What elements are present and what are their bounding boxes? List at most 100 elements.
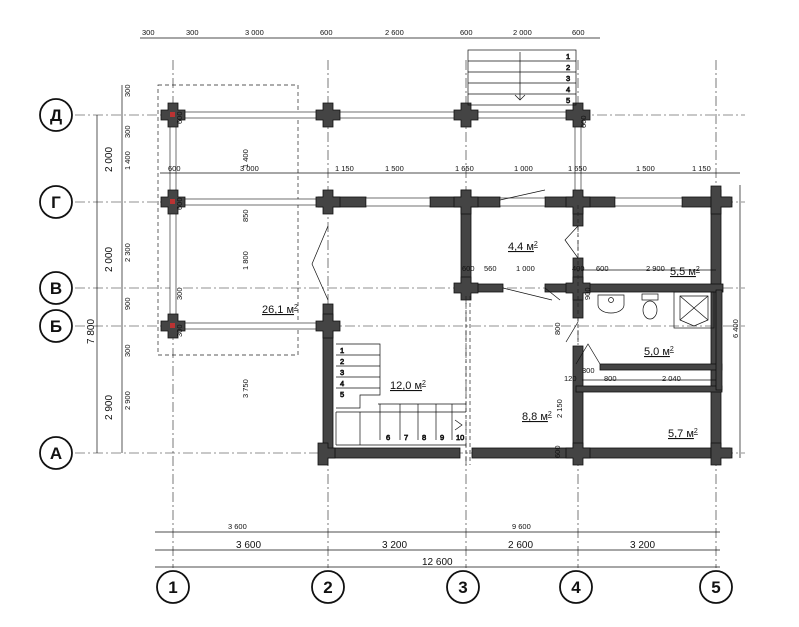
dimension-label: 300 — [123, 125, 132, 138]
dimension-label: 600 — [168, 164, 181, 173]
room-areas: 26,1 м2 4,4 м2 5,5 м2 5,0 м2 12,0 м2 8,8… — [262, 241, 700, 440]
dimension-label: 850 — [241, 209, 250, 222]
dimension-label: 2 900 — [123, 391, 132, 410]
stair-step: 1 — [340, 346, 344, 355]
interior-lines — [465, 205, 579, 465]
dimension-label: 2 000 — [104, 147, 115, 172]
stair-step: 10 — [456, 433, 464, 442]
dimension-label: 600 — [460, 28, 473, 37]
dims-top: 300 300 3 000 600 2 600 600 2 000 600 — [142, 28, 585, 37]
axis-letters: Д Г В Б А — [39, 98, 73, 470]
dimension-label: 600 — [596, 264, 609, 273]
dimension-label: 1 150 — [335, 164, 354, 173]
dimension-label: 9 600 — [512, 522, 531, 531]
dims-left: 2 000 2 000 7 800 2 900 300 1 400 300 2 … — [86, 84, 132, 420]
dimension-label: 300 — [142, 28, 155, 37]
windows — [365, 197, 683, 207]
dimension-lines — [96, 37, 741, 568]
dimension-label: 3 200 — [382, 540, 407, 551]
stair-step: 3 — [340, 368, 344, 377]
stair-step: 8 — [422, 433, 426, 442]
terrace-beams — [169, 111, 582, 330]
dimension-label: 600 — [175, 197, 184, 210]
dimension-label: 2 040 — [662, 374, 681, 383]
stair-step: 6 — [386, 433, 390, 442]
dimension-label: 3 600 — [228, 522, 247, 531]
stair-step: 2 — [340, 357, 344, 366]
axis-label: Б — [50, 317, 62, 336]
dimension-label: 6 400 — [731, 319, 740, 338]
room-area: 5,5 м2 — [670, 266, 700, 278]
stair-step: 1 — [566, 52, 570, 61]
dimension-label: 560 — [484, 264, 497, 273]
stair-step: 7 — [404, 433, 408, 442]
room-area: 26,1 м2 — [262, 304, 298, 316]
dimension-label: 1 650 — [568, 164, 587, 173]
dimension-label: 600 — [462, 264, 475, 273]
axis-numbers: 1 2 3 4 5 — [156, 570, 733, 604]
dimension-label: 300 — [123, 84, 132, 97]
dimension-label: 2 000 — [513, 28, 532, 37]
axis-label: 5 — [711, 578, 720, 597]
dimension-label: 7 800 — [86, 319, 97, 344]
axis-label: 1 — [168, 578, 177, 597]
dimension-label: 600 — [572, 28, 585, 37]
dimension-label: 1 500 — [385, 164, 404, 173]
dimension-label: 2 150 — [555, 399, 564, 418]
axis-label: 3 — [458, 578, 467, 597]
dimension-label: 800 — [604, 374, 617, 383]
dims-bottom: 3 600 9 600 3 600 3 200 2 600 3 200 12 6… — [228, 522, 655, 568]
dimension-label: 1 000 — [514, 164, 533, 173]
room-area: 5,7 м2 — [668, 428, 698, 440]
dimension-label: 600 — [553, 445, 562, 458]
stairs-top: 1 2 3 4 5 — [467, 49, 577, 106]
dimension-label: 400 — [572, 264, 585, 273]
dimension-label: 1 800 — [241, 251, 250, 270]
axis-label: В — [50, 279, 62, 298]
axis-label: Д — [50, 106, 62, 125]
stair-step: 4 — [566, 85, 570, 94]
bathroom-fixtures — [597, 291, 715, 329]
dims-row-g: 600 3 000 1 150 1 500 1 650 1 000 1 650 … — [168, 164, 711, 173]
room-area: 5,0 м2 — [644, 346, 674, 358]
dimension-label: 12 600 — [422, 557, 453, 568]
stair-step: 5 — [566, 96, 570, 105]
dimension-label: 1 000 — [516, 264, 535, 273]
stair-step: 4 — [340, 379, 344, 388]
stair-step: 9 — [440, 433, 444, 442]
dimension-label: 2 300 — [123, 243, 132, 262]
dimension-label: 1 400 — [241, 149, 250, 168]
dimension-label: 3 000 — [240, 164, 259, 173]
dimension-label: 3 200 — [630, 540, 655, 551]
dimension-label: 600 — [579, 115, 588, 128]
dimension-label: 1 150 — [692, 164, 711, 173]
terrace-outline — [157, 84, 299, 356]
dimension-label: 1 500 — [636, 164, 655, 173]
axis-label: Г — [51, 193, 61, 212]
dimension-label: 300 — [123, 344, 132, 357]
dimension-label: 900 — [123, 297, 132, 310]
dimension-label: 2 900 — [104, 395, 115, 420]
dimension-label: 300 — [582, 366, 595, 375]
axis-label: 4 — [571, 578, 581, 597]
stair-step: 3 — [566, 74, 570, 83]
dimension-label: 300 — [175, 324, 184, 337]
column-markers — [170, 112, 175, 328]
dimension-label: 600 — [320, 28, 333, 37]
dimension-label: 2 000 — [104, 247, 115, 272]
room-area: 12,0 м2 — [390, 380, 426, 392]
dims-inner: 600 1 400 850 1 800 3 750 600 600 900 30… — [175, 111, 592, 398]
dimension-label: 1 400 — [123, 151, 132, 170]
axis-label: 2 — [323, 578, 332, 597]
stairs-left: 1 2 3 4 5 6 7 8 9 10 — [335, 343, 466, 446]
axis-label: А — [50, 444, 62, 463]
stair-step: 5 — [340, 390, 344, 399]
dimension-label: 2 600 — [385, 28, 404, 37]
dimension-label: 2 600 — [508, 540, 533, 551]
dims-mid: 600 560 1 000 400 600 2 900 120 300 800 … — [462, 264, 681, 458]
room-area: 4,4 м2 — [508, 241, 538, 253]
dimension-label: 1 650 — [455, 164, 474, 173]
dimension-label: 3 000 — [245, 28, 264, 37]
dimension-label: 3 750 — [241, 379, 250, 398]
